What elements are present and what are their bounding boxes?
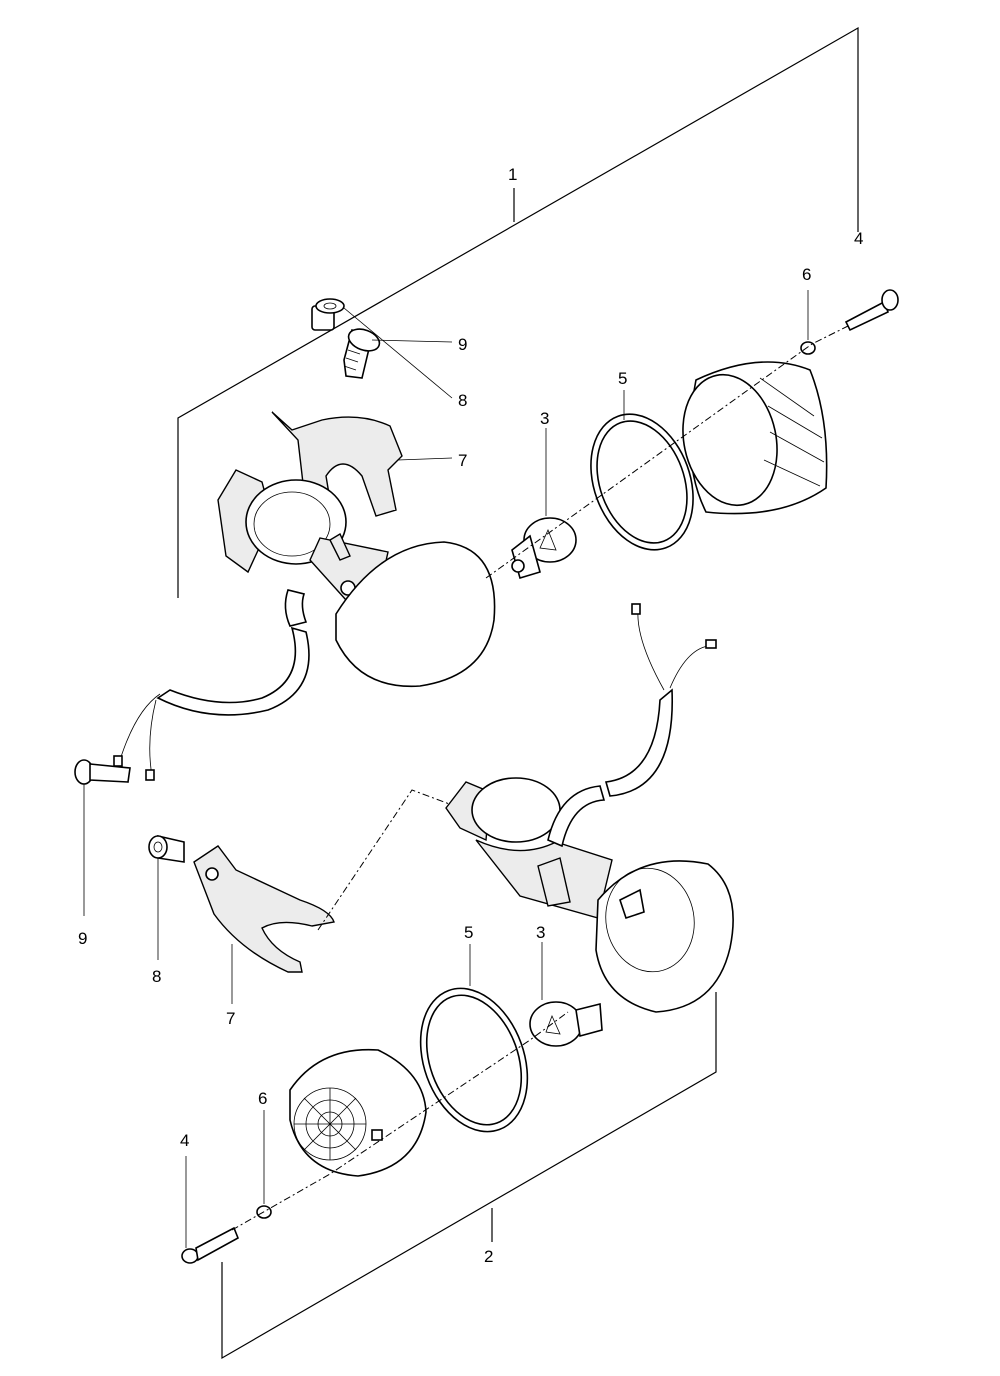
callout-bolt-upper: 9: [458, 335, 467, 354]
callout-collar-lower: 8: [152, 967, 161, 986]
callout-gasket-lower: 5: [464, 923, 473, 942]
lamp-housing-icon: [217, 469, 496, 688]
wire-icon: [113, 626, 310, 781]
bolt-icon: [343, 328, 381, 379]
callout-gasket-upper: 5: [618, 369, 627, 388]
bracket-icon: [193, 845, 335, 973]
callout-bracket-lower: 7: [226, 1009, 235, 1028]
callout-assembly-rear: 2: [484, 1247, 493, 1266]
wire-icon: [547, 603, 717, 848]
callout-bulb-upper: 3: [540, 409, 549, 428]
callout-bulb-lower: 3: [536, 923, 545, 942]
assembly-1-bracket-lines: [177, 26, 859, 598]
collar-icon: [311, 298, 345, 331]
gasket-icon: [419, 987, 529, 1133]
callout-bolt-lower: 9: [78, 929, 87, 948]
screw-icon: [844, 289, 899, 332]
callout-screw-lower: 4: [180, 1131, 189, 1150]
callout-screw-upper: 4: [854, 229, 863, 248]
bolt-icon: [74, 759, 131, 785]
lens-icon: [682, 361, 828, 515]
gasket-icon: [590, 413, 694, 551]
lens-icon: [289, 1048, 427, 1177]
callout-washer-upper: 6: [802, 265, 811, 284]
bulb-icon: [529, 1001, 603, 1047]
screw-icon: [181, 1226, 240, 1264]
callout-collar-upper: 8: [458, 391, 467, 410]
bulb-icon: [511, 517, 577, 579]
assembly-2-bracket-lines: [221, 992, 717, 1360]
lamp-housing-icon: [445, 777, 734, 1013]
callout-assembly-front: 1: [508, 165, 517, 184]
callout-bracket-upper: 7: [458, 451, 467, 470]
callout-washer-lower: 6: [258, 1089, 267, 1108]
collar-icon: [148, 834, 185, 863]
washer-icon: [800, 341, 816, 355]
